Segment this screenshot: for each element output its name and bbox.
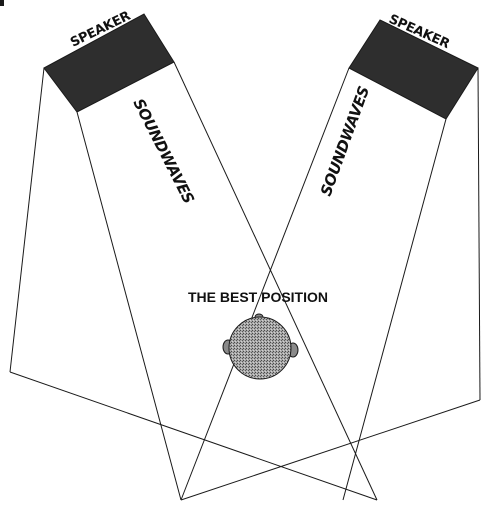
head xyxy=(229,317,291,379)
corner-mark xyxy=(0,0,4,6)
left-speaker: SPEAKER xyxy=(44,9,174,112)
listener-head-icon xyxy=(223,314,298,379)
left-soundwaves-label: SOUNDWAVES xyxy=(129,96,197,207)
right-sound-beam xyxy=(181,68,480,500)
left-sound-beam xyxy=(10,62,377,500)
best-position-label: THE BEST POSITION xyxy=(188,289,328,305)
right-soundwaves-label: SOUNDWAVES xyxy=(317,84,373,198)
